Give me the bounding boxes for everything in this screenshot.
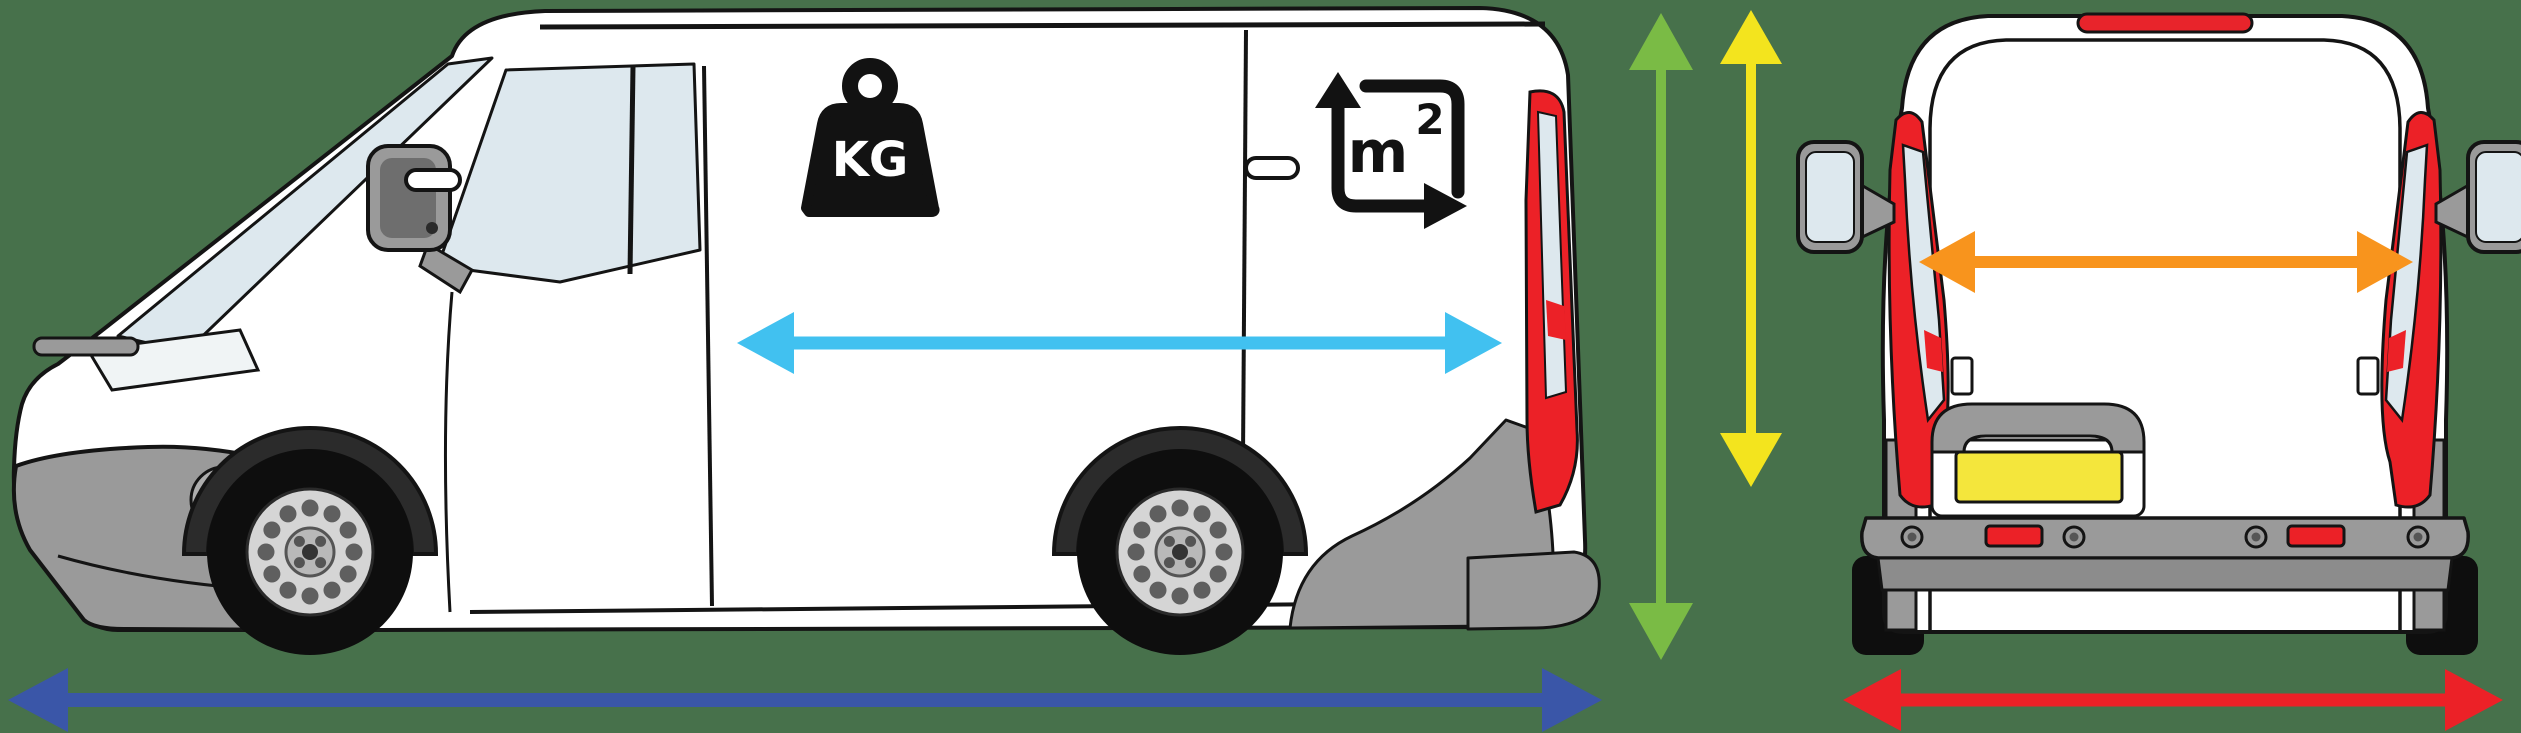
arrowhead-left — [1919, 231, 1975, 293]
rear-bumper — [1860, 516, 2470, 592]
rear-door-outline — [1928, 38, 2402, 630]
overall-height-arrow — [1629, 13, 1693, 660]
cab-door-handle — [404, 168, 462, 192]
sliding-door-handle — [1244, 156, 1300, 180]
sensor-4 — [2406, 525, 2430, 549]
right-door-stop — [2356, 356, 2380, 396]
arrowhead-bottom — [1629, 603, 1693, 660]
arrowhead-top — [1720, 10, 1782, 64]
van-side-view: KG m 2 — [11, 6, 1601, 657]
m2-exponent: 2 — [1415, 95, 1444, 144]
grille-slat — [32, 336, 140, 357]
license-plate — [1954, 450, 2124, 504]
license-plate-housing — [1930, 402, 2146, 518]
left-door-stop — [1950, 356, 1974, 396]
kg-weight-icon: KG — [801, 58, 940, 217]
right-reflector — [2286, 524, 2346, 548]
arrowhead-right — [1542, 668, 1602, 732]
window-divider — [627, 65, 636, 275]
kg-label: KG — [832, 132, 909, 188]
side-sill-line — [469, 601, 1451, 614]
side-roof-line — [539, 21, 1546, 30]
door-lock — [426, 222, 438, 234]
b-pillar-seam — [702, 65, 714, 607]
up-arrow-icon — [1315, 72, 1361, 108]
brake-light — [2076, 12, 2254, 34]
cab-door-seam — [443, 291, 454, 613]
arrowhead-left — [8, 668, 68, 732]
load-length-arrow — [737, 312, 1502, 374]
arrowhead-left — [1843, 669, 1901, 731]
arrowhead-left — [737, 312, 794, 374]
arrowhead-right — [2445, 669, 2503, 731]
side-tail-light — [1524, 89, 1579, 514]
right-arrow-icon — [1424, 183, 1467, 229]
square-meters-icon: m 2 — [1315, 72, 1467, 229]
sensor-3 — [2244, 525, 2268, 549]
sensor-2 — [2062, 525, 2086, 549]
load-width-arrow — [1919, 231, 2413, 293]
overall-width-arrow — [1843, 669, 2503, 731]
arrowhead-right — [1445, 312, 1502, 374]
van-rear-view — [1796, 12, 2521, 655]
load-height-arrow — [1720, 10, 1782, 487]
rear-bumper-lip — [1466, 550, 1601, 631]
left-reflector — [1984, 524, 2044, 548]
m2-base: m — [1348, 118, 1408, 186]
arrowhead-bottom — [1720, 433, 1782, 487]
arrowhead-top — [1629, 13, 1693, 70]
sensor-1 — [1900, 525, 1924, 549]
arrowhead-right — [2357, 231, 2413, 293]
overall-length-arrow — [8, 668, 1602, 732]
